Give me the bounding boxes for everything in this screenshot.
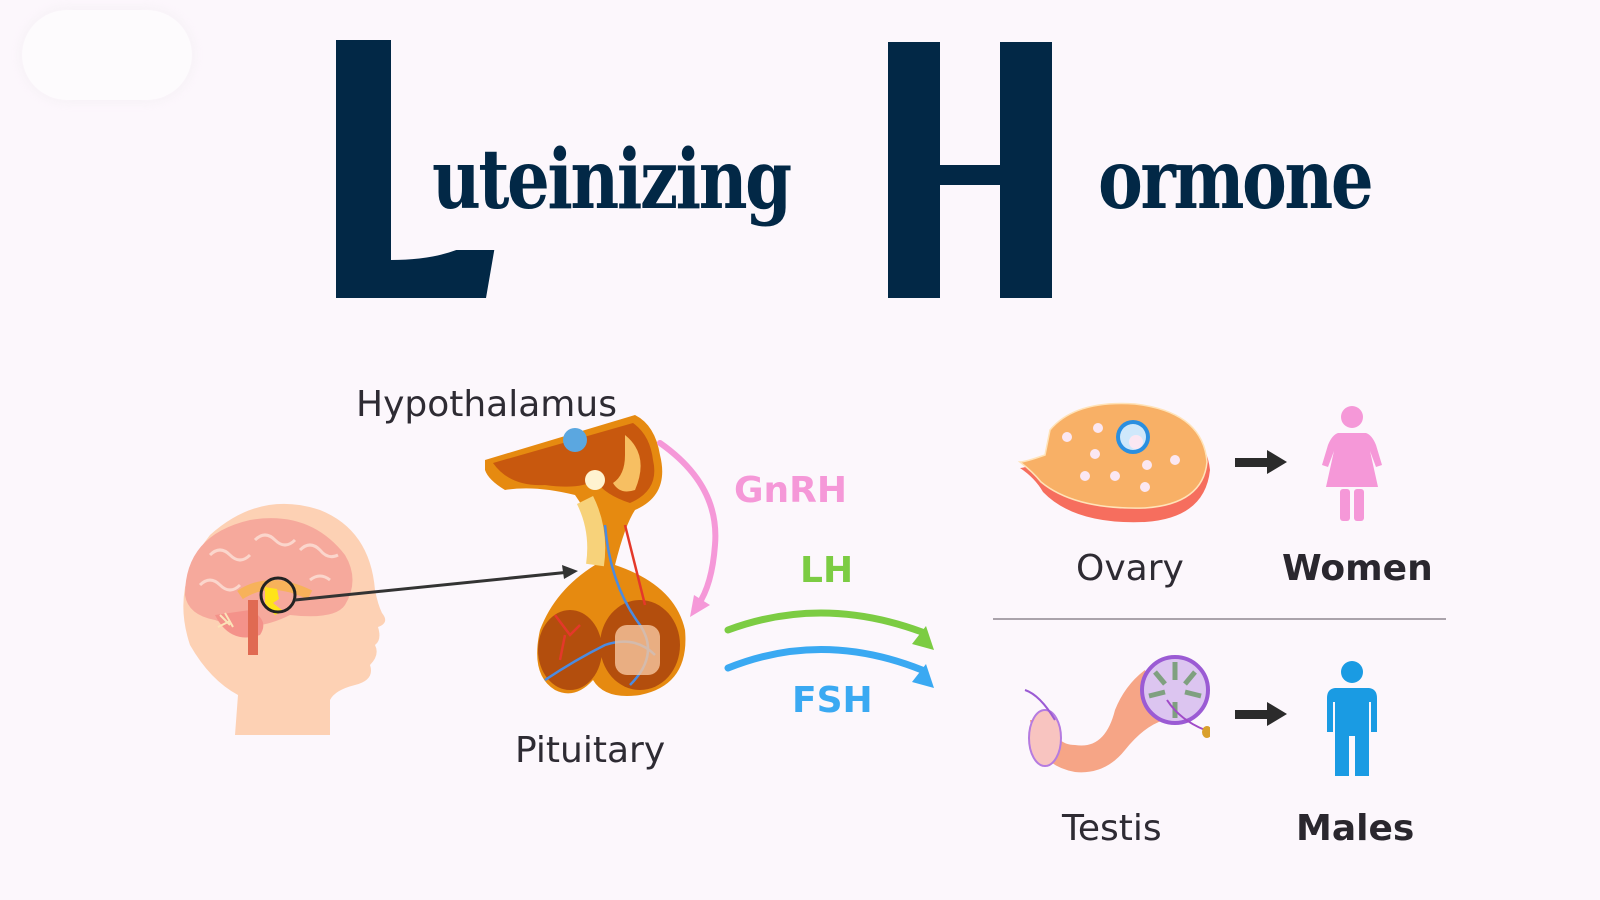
title-word-ormone: ormone [1098, 132, 1374, 228]
title-initial-l-foot [336, 250, 495, 298]
pointer-arrow [294, 565, 578, 602]
hypothalamus-label: Hypothalamus [356, 384, 617, 425]
fsh-arrow [724, 646, 934, 688]
right-arrow-icon [1235, 702, 1287, 726]
lh-arrow [724, 609, 934, 650]
title-initial-h-left [888, 42, 940, 298]
gnrh-arrow [657, 440, 719, 617]
woman-figure-icon [1322, 406, 1382, 521]
title-initial-h-bar [940, 165, 1000, 185]
watermark [22, 10, 192, 100]
title-word-uteinizing: uteinizing [432, 132, 792, 228]
divider [993, 618, 1446, 620]
testis-label: Testis [1062, 808, 1162, 849]
head-brain-icon [183, 503, 386, 735]
testis-icon [1024, 655, 1210, 773]
males-label: Males [1296, 808, 1415, 849]
title-initial-h-right [1000, 42, 1052, 298]
ovary-label: Ovary [1076, 548, 1184, 589]
pituitary-label: Pituitary [515, 730, 666, 771]
gnrh-label: GnRH [734, 470, 848, 511]
fsh-label: FSH [792, 680, 873, 721]
ovary-icon [1017, 402, 1210, 523]
right-arrow-icon [1235, 450, 1287, 474]
women-label: Women [1282, 548, 1433, 589]
lh-label: LH [800, 550, 854, 591]
man-figure-icon [1327, 661, 1377, 776]
pituitary-gland-icon [485, 415, 686, 696]
